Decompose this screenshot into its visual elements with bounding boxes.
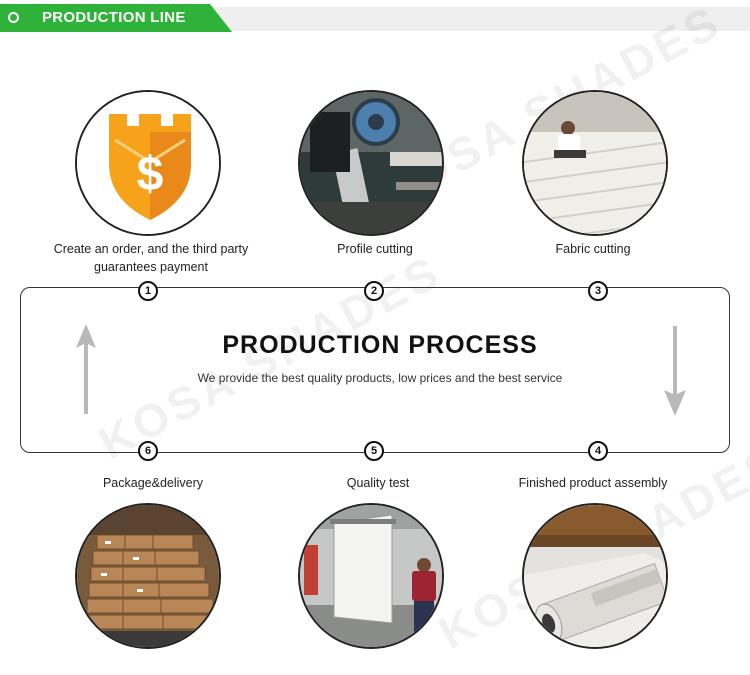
profile-cutting-photo bbox=[300, 92, 442, 234]
arrow-down-icon bbox=[664, 326, 686, 416]
step-number-3: 3 bbox=[588, 281, 608, 301]
process-subtitle: We provide the best quality products, lo… bbox=[197, 371, 563, 385]
section-header: PRODUCTION LINE bbox=[0, 0, 750, 34]
process-title: PRODUCTION PROCESS bbox=[222, 331, 538, 359]
step-4-image bbox=[522, 503, 668, 649]
step-number-5: 5 bbox=[364, 441, 384, 461]
header-green-tab bbox=[0, 4, 232, 32]
svg-text:$: $ bbox=[137, 148, 164, 201]
process-box bbox=[20, 287, 730, 453]
step-1-caption: Create an order, and the third party gua… bbox=[53, 242, 249, 274]
step-4-caption: Finished product assembly bbox=[518, 476, 668, 490]
step-3-caption: Fabric cutting bbox=[555, 242, 631, 256]
assembly-photo bbox=[524, 505, 666, 647]
step-2-caption: Profile cutting bbox=[337, 242, 413, 256]
step-3-image bbox=[522, 90, 668, 236]
step-5-caption: Quality test bbox=[346, 476, 410, 490]
payment-shield-icon: $ bbox=[77, 92, 219, 234]
circle-icon bbox=[8, 12, 19, 23]
step-number-6: 6 bbox=[138, 441, 158, 461]
packages-photo bbox=[77, 505, 219, 647]
section-title: PRODUCTION LINE bbox=[42, 9, 186, 26]
fabric-cutting-photo bbox=[524, 92, 666, 234]
quality-test-photo bbox=[300, 505, 442, 647]
step-number-2: 2 bbox=[364, 281, 384, 301]
step-6-image bbox=[75, 503, 221, 649]
step-1-image: $ bbox=[75, 90, 221, 236]
step-6-caption: Package&delivery bbox=[102, 476, 204, 490]
step-2-image bbox=[298, 90, 444, 236]
arrow-up-icon bbox=[76, 324, 96, 414]
step-number-1: 1 bbox=[138, 281, 158, 301]
step-number-4: 4 bbox=[588, 441, 608, 461]
step-5-image bbox=[298, 503, 444, 649]
